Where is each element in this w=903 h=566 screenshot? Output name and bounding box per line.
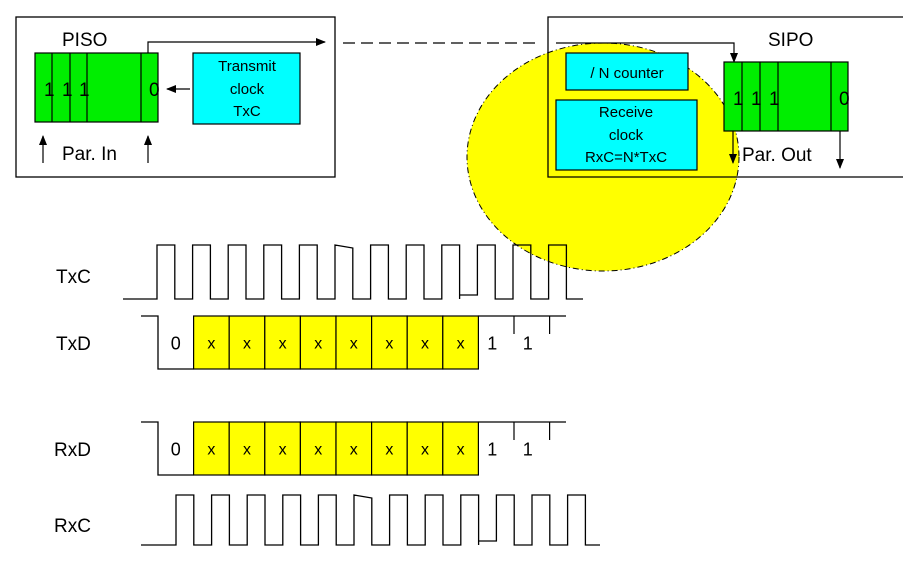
transmitter-frame	[15, 16, 336, 178]
txd-data-bit-cell	[264, 315, 301, 370]
sipo-title: SIPO	[768, 30, 813, 51]
receive-clock-box: Receive clock RxC=N*TxC	[555, 99, 698, 171]
txd-stop-bit: 1	[487, 334, 497, 354]
receive-clock-line: RxC=N*TxC	[585, 149, 667, 166]
rxd-stop-bit: 1	[523, 440, 533, 460]
par-in-label: Par. In	[62, 144, 117, 165]
receive-clock-line: clock	[609, 127, 644, 144]
rxd-data-bit-cell	[193, 421, 230, 476]
rxd-data-bit-label: x	[457, 442, 465, 459]
piso-register: 1 1 1 0	[34, 52, 160, 123]
rxd-data-bit-cell	[406, 421, 444, 476]
signal-label-txc: TxC	[56, 267, 91, 288]
sipo-bit: 1	[751, 89, 762, 110]
receiver-frame	[547, 16, 903, 178]
rxd-data-bit-cell	[335, 421, 373, 476]
txd-data-bit-label: x	[243, 336, 251, 353]
signal-label-txd: TxD	[56, 334, 91, 355]
piso-bit: 1	[62, 80, 73, 101]
waveforms: 0 x x x x x x x x 1 1 0 x x x x x x x x 1 1	[123, 244, 600, 546]
receiver-block: SIPO / N counter Receive clock RxC=N*TxC…	[547, 16, 903, 178]
rxd-data-bit-label: x	[421, 442, 429, 459]
txd-data-bit-label: x	[350, 336, 358, 353]
txd-data-bit-cell	[406, 315, 444, 370]
txd-stop-bit: 1	[523, 334, 533, 354]
rxd-data-bit-label: x	[385, 442, 393, 459]
txd-data-bit-label: x	[207, 336, 215, 353]
rxd-data-bit-label: x	[350, 442, 358, 459]
par-out-label: Par. Out	[742, 145, 812, 166]
transmit-clock-box: Transmit clock TxC	[192, 52, 301, 125]
transmit-clock-line: clock	[230, 81, 265, 98]
n-counter-box: / N counter	[565, 52, 689, 91]
serial-in-arrow	[556, 42, 738, 63]
txd-data-bit-label: x	[457, 336, 465, 353]
txc-waveform	[123, 244, 583, 300]
transmitter-block: PISO 1 1 1 0 Transmit clock TxC Par. In	[15, 16, 336, 178]
txd-data-bit-cell	[442, 315, 479, 370]
rxd-data-bit-cell	[228, 421, 266, 476]
rxd-data-bit-cell	[371, 421, 408, 476]
sipo-bit: 0	[839, 89, 850, 110]
piso-bit: 1	[44, 80, 55, 101]
rxd-data-bit-label: x	[279, 442, 287, 459]
txd-start-edge	[141, 315, 194, 370]
rxd-data-bit-cell	[299, 421, 337, 476]
n-counter-label: / N counter	[590, 65, 663, 82]
txd-data-bit-label: x	[314, 336, 322, 353]
rxd-data-bit-label: x	[314, 442, 322, 459]
txd-data-bit-cell	[228, 315, 266, 370]
txd-data-bit-label: x	[279, 336, 287, 353]
txd-data-bit-cell	[299, 315, 337, 370]
serial-out-arrow	[147, 38, 326, 53]
sipo-bit: 1	[733, 89, 744, 110]
txd-data-bit-cell	[335, 315, 373, 370]
signal-label-rxd: RxD	[54, 440, 91, 461]
rxd-data-bit-cell	[442, 421, 479, 476]
transmit-clock-line: TxC	[233, 103, 261, 120]
rxd-start-bit: 0	[171, 440, 181, 460]
txd-data-bit-label: x	[421, 336, 429, 353]
txd-start-bit: 0	[171, 334, 181, 354]
rxc-waveform	[141, 494, 600, 546]
txd-data-bit-cell	[371, 315, 408, 370]
rxd-data-bit-label: x	[207, 442, 215, 459]
rxd-start-edge	[141, 421, 194, 476]
piso-bit: 1	[79, 80, 90, 101]
receive-clock-line: Receive	[599, 104, 653, 121]
txd-data-bit-cell	[193, 315, 230, 370]
sipo-register: 1 1 1 0	[723, 61, 850, 132]
sipo-bit: 1	[769, 89, 780, 110]
txd-data-bit-label: x	[385, 336, 393, 353]
rxd-stop-bit: 1	[487, 440, 497, 460]
signal-label-rxc: RxC	[54, 516, 91, 537]
transmit-clock-line: Transmit	[218, 58, 277, 75]
piso-bit: 0	[149, 80, 160, 101]
piso-title: PISO	[62, 30, 107, 51]
rxd-data-bit-label: x	[243, 442, 251, 459]
